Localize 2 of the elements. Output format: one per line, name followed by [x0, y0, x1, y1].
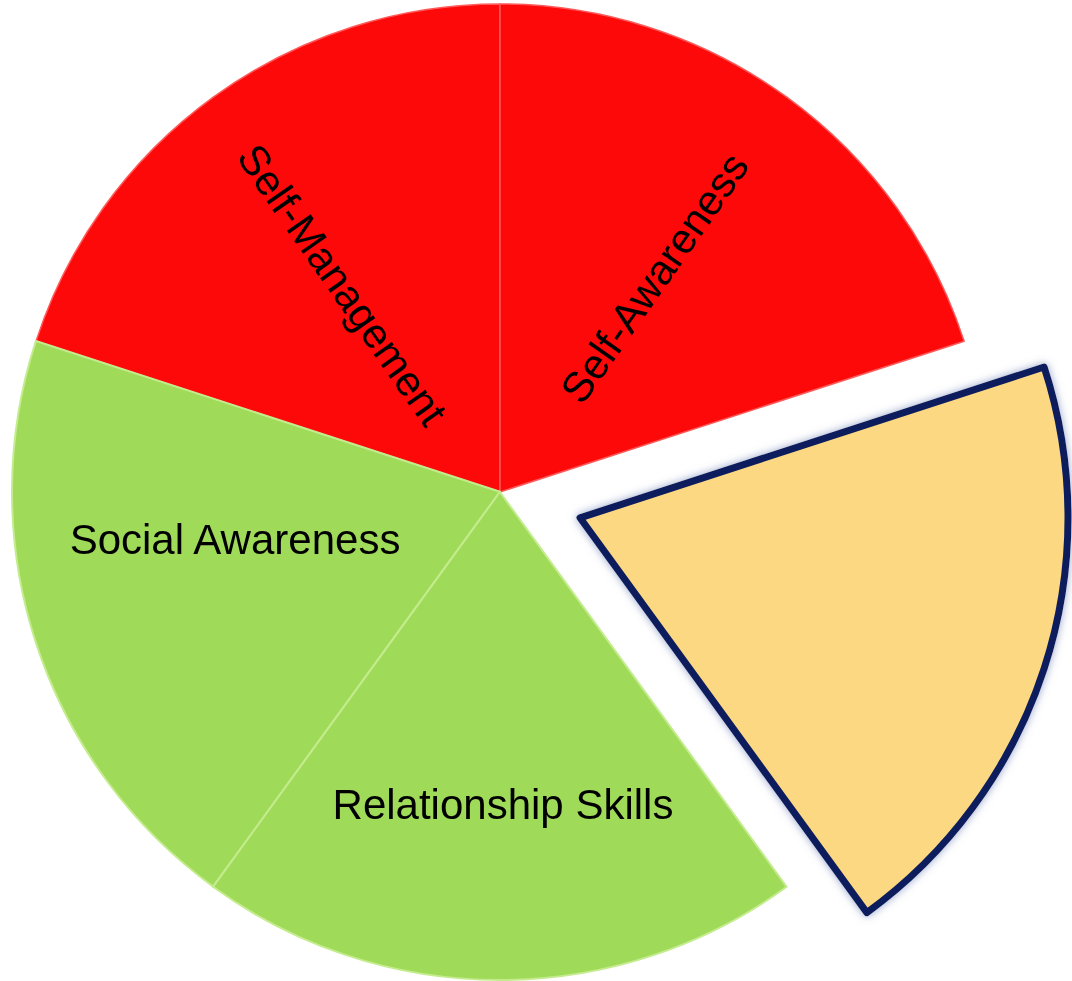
- slice-label: Social Awareness: [69, 519, 401, 561]
- slice-label: Relationship Skills: [332, 784, 674, 826]
